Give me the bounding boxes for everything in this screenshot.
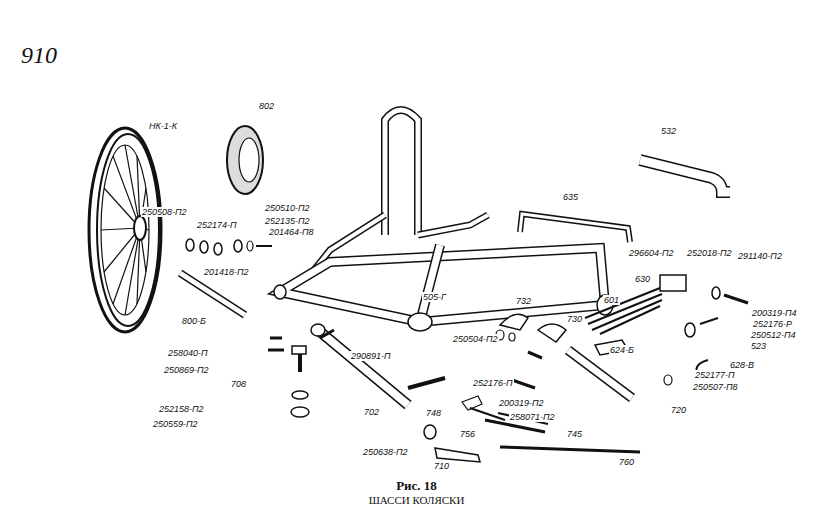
callout-number: 258040-П [167, 348, 209, 358]
callout-number: 250512-П4 [750, 330, 797, 340]
callout-number: 702 [363, 407, 380, 417]
callout-number: 800-Б [181, 316, 207, 326]
callout-number: 252174-П [196, 220, 238, 230]
callout-number: 635 [562, 192, 579, 202]
callout-number: 252135-П2 [264, 216, 311, 226]
callout-number: 748 [425, 408, 442, 418]
callout-number: НК-1-К [148, 121, 178, 131]
callout-number: 250507-П8 [692, 382, 739, 392]
callout-number: 252176-П [472, 378, 514, 388]
frame [274, 245, 613, 331]
callout-number: 252177-П [694, 370, 736, 380]
callout-number: 720 [670, 405, 687, 415]
callout-number: 710 [433, 461, 450, 471]
callout-number: 628-В [729, 360, 755, 370]
callout-number: 200319-П2 [498, 398, 545, 408]
figure-title: Рис. 18 [0, 478, 833, 494]
callout-number: 200319-П4 [751, 308, 798, 318]
callout-number: 630 [634, 274, 651, 284]
callout-number: 624-Б [609, 345, 635, 355]
callout-number: 250869-П2 [163, 365, 210, 375]
callout-number: 296604-П2 [628, 248, 675, 258]
callout-number: 505-Г [422, 292, 447, 302]
callout-number: 250508-П2 [141, 207, 188, 217]
callout-number: 601 [603, 295, 620, 305]
callout-number: 756 [459, 429, 476, 439]
callout-number: 730 [566, 314, 583, 324]
callout-number: 291140-П2 [737, 251, 783, 261]
callout-number: 201418-П2 [203, 267, 250, 277]
callout-number: 532 [660, 126, 677, 136]
callout-number: 290891-П [350, 351, 392, 361]
callout-number: 252158-П2 [158, 404, 205, 414]
callout-number: 250559-П2 [152, 419, 199, 429]
callout-number: 252176-Р [752, 319, 793, 329]
callout-number: 760 [618, 457, 635, 467]
callout-number: 708 [230, 379, 247, 389]
callout-number: 732 [515, 296, 532, 306]
callout-number: 745 [566, 429, 583, 439]
callout-number: 201464-П8 [268, 227, 315, 237]
callout-number: 802 [258, 101, 275, 111]
page-number: 910 [20, 42, 58, 68]
callout-number: 523 [750, 341, 767, 351]
callout-number: 250510-П2 [264, 203, 311, 213]
callout-number: 258071-П2 [509, 412, 556, 422]
callout-number: 252018-П2 [686, 248, 733, 258]
figure-caption: ШАССИ КОЛЯСКИ [0, 494, 833, 506]
wheel [89, 128, 161, 332]
callout-number: 250504-П2 [452, 334, 499, 344]
callout-number: 250638-П2 [362, 447, 409, 457]
